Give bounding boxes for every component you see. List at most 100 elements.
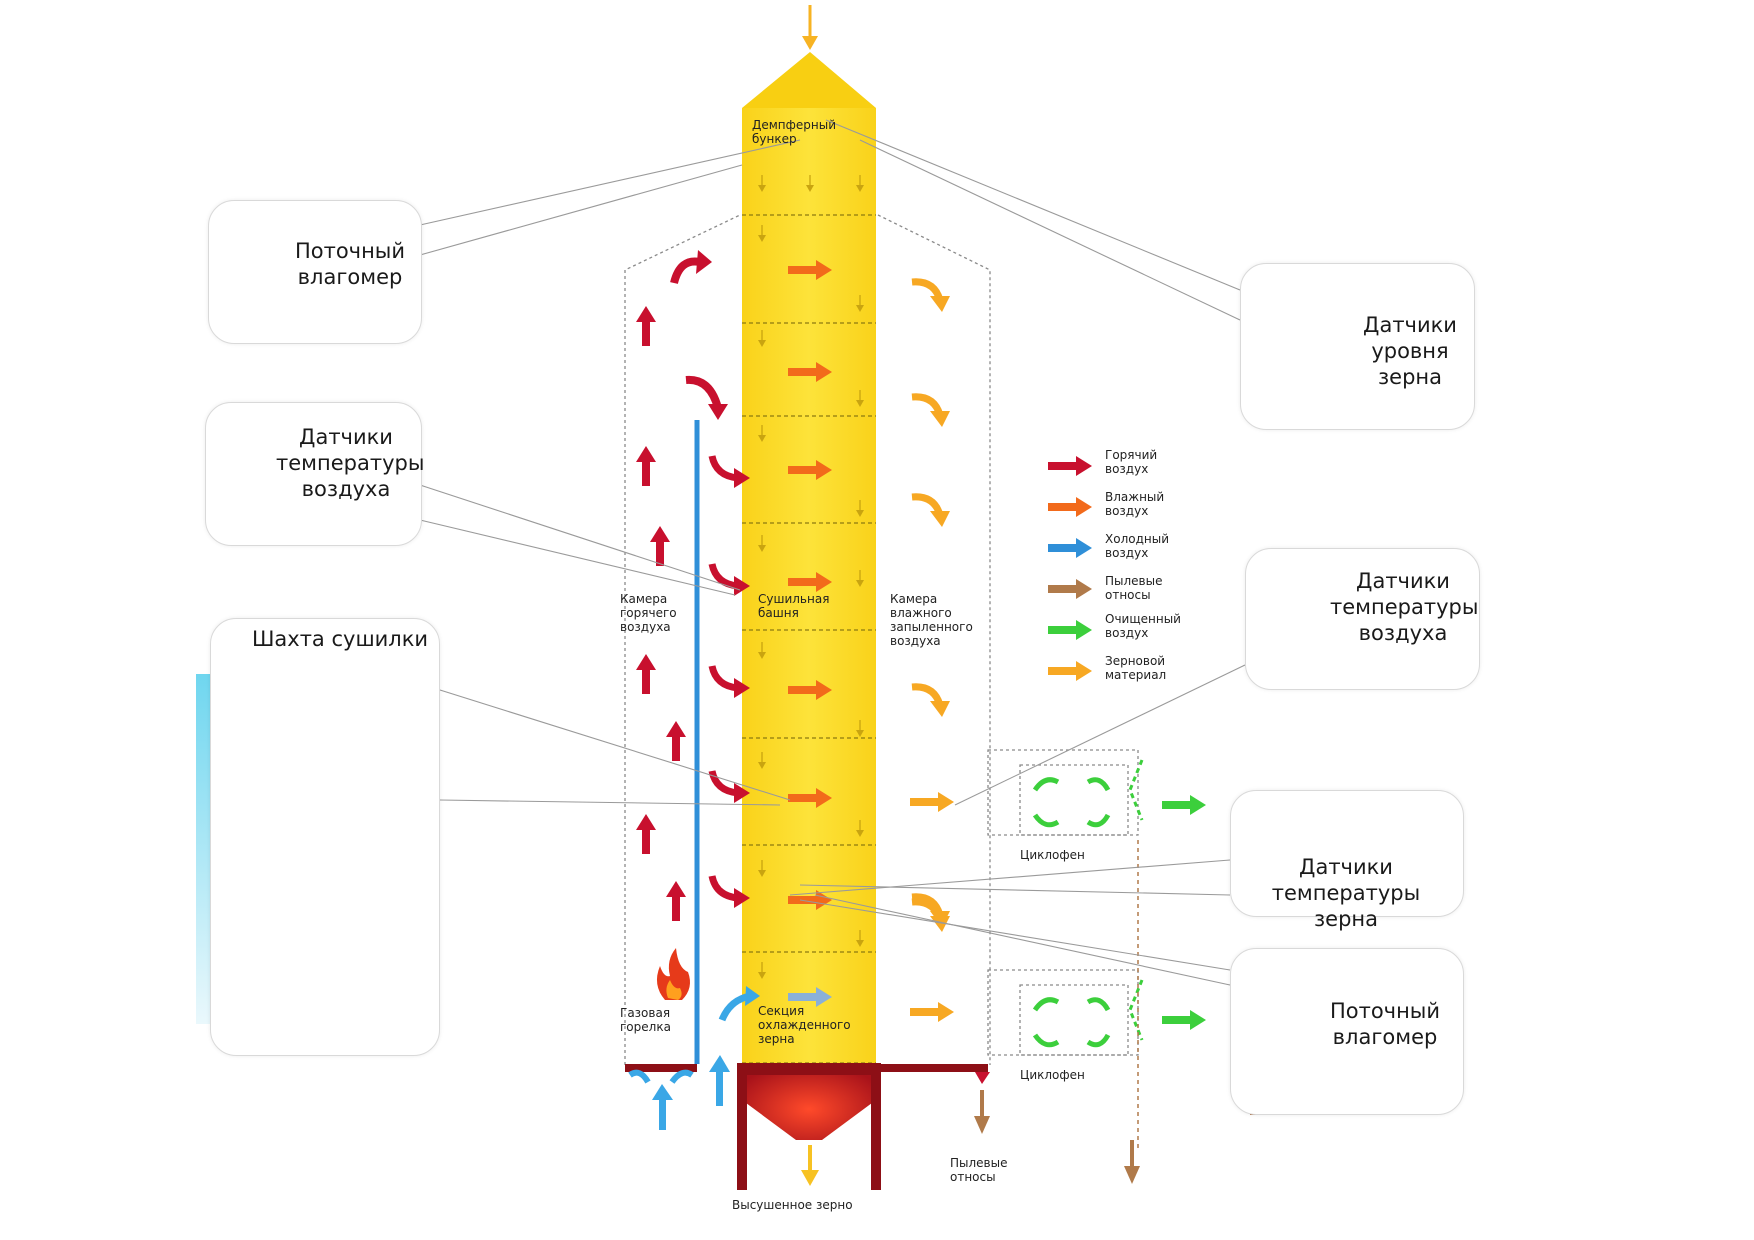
humid-air-arrows bbox=[788, 260, 832, 1007]
label-drying-tower: Сушильная башня bbox=[758, 592, 830, 620]
hot-air-inflow-arrow bbox=[708, 455, 750, 488]
grain-flow-small-arrow bbox=[856, 175, 864, 192]
grain-flow-small-arrow bbox=[758, 330, 766, 347]
humid-air-arrow bbox=[788, 572, 832, 592]
grain-flow-small-arrow bbox=[856, 930, 864, 947]
label-dried-grain: Высушенное зерно bbox=[732, 1198, 853, 1212]
label-flow-moisture-top: Поточный влагомер bbox=[294, 239, 406, 289]
legend-arrow bbox=[1048, 579, 1092, 599]
hot-air-curved-arrows bbox=[670, 257, 722, 410]
flame-icon bbox=[656, 948, 690, 1000]
grain-flow-small-arrow bbox=[856, 570, 864, 587]
cyclofan-1 bbox=[987, 749, 1206, 836]
callout-grain-level bbox=[1240, 263, 1475, 430]
cold-air-inlet-arrows bbox=[628, 986, 760, 1130]
cold-air-inlet-duct bbox=[625, 1064, 990, 1084]
grain-flow-small-arrow bbox=[806, 175, 814, 192]
hot-air-up-arrow bbox=[666, 721, 686, 761]
legend-clean-air: Очищенный воздух bbox=[1105, 612, 1181, 640]
label-air-temp-left: Датчики температуры воздуха bbox=[276, 425, 425, 501]
label-cyclofan-2: Циклофен bbox=[1020, 1068, 1085, 1082]
grain-flow-small-arrow bbox=[856, 720, 864, 737]
hot-air-arrows bbox=[636, 306, 686, 921]
label-grain-level: Датчики уровня зерна bbox=[1363, 313, 1457, 389]
callout-flow-moisture-top bbox=[208, 200, 422, 344]
grain-flow-small-arrow bbox=[856, 820, 864, 837]
hot-air-inflow-arrows bbox=[708, 455, 750, 908]
grain-flow-small-arrow bbox=[856, 500, 864, 517]
callout-dryer-shaft bbox=[210, 618, 440, 1056]
dried-grain-hopper bbox=[737, 1063, 881, 1190]
cyclofan-2 bbox=[987, 969, 1206, 1056]
hot-air-chamber-outline bbox=[624, 214, 741, 1065]
tower-section-dividers bbox=[742, 214, 876, 1064]
legend-arrow bbox=[1048, 456, 1092, 476]
label-dust-out: Пылевые относы bbox=[950, 1156, 1008, 1184]
humid-air-arrow bbox=[788, 362, 832, 382]
humid-air-arrow bbox=[788, 680, 832, 700]
humid-air-outflow-arrow bbox=[911, 683, 950, 717]
grain-flow-small-arrow bbox=[758, 175, 766, 192]
humid-air-arrow bbox=[788, 460, 832, 480]
hot-air-up-arrow bbox=[636, 446, 656, 486]
humid-air-outflow-arrow bbox=[910, 792, 954, 812]
grain-flow-small-arrow bbox=[856, 390, 864, 407]
humid-air-outflow-arrow bbox=[911, 898, 950, 932]
hot-air-up-arrow bbox=[636, 306, 656, 346]
humid-air-outflow-arrows bbox=[910, 278, 954, 1022]
grain-flow-small-arrow bbox=[758, 752, 766, 769]
humid-air-arrow bbox=[788, 260, 832, 280]
grain-flow-small-arrow bbox=[758, 535, 766, 552]
legend-dust: Пылевые относы bbox=[1105, 574, 1163, 602]
hot-air-inflow-arrow bbox=[708, 875, 750, 908]
label-dryer-shaft: Шахта сушилки bbox=[251, 627, 429, 651]
grain-flow-small-arrow bbox=[758, 425, 766, 442]
grain-flow-small-arrows bbox=[758, 175, 864, 979]
legend-arrow bbox=[1048, 497, 1092, 517]
label-gas-burner: Газовая горелка bbox=[620, 1006, 671, 1034]
humid-air-outflow-arrow bbox=[911, 393, 950, 427]
legend-humid-air: Влажный воздух bbox=[1105, 490, 1165, 518]
legend-arrow bbox=[1048, 620, 1092, 640]
hot-air-up-arrow bbox=[650, 526, 670, 566]
label-flow-moisture-bottom: Поточный влагомер bbox=[1329, 999, 1441, 1049]
label-damper-bunker: Демпферный бункер bbox=[752, 118, 837, 146]
humid-air-outflow-arrow bbox=[910, 1002, 954, 1022]
humid-air-chamber-outline bbox=[877, 214, 991, 1065]
hot-air-inflow-arrow bbox=[708, 770, 750, 803]
hot-air-up-arrow bbox=[666, 881, 686, 921]
grain-flow-small-arrow bbox=[758, 225, 766, 242]
legend-grain: Зерновой материал bbox=[1105, 654, 1167, 682]
humid-air-outflow-arrow bbox=[911, 278, 950, 312]
humid-air-arrow bbox=[788, 788, 832, 808]
label-air-temp-right: Датчики температуры воздуха bbox=[1330, 569, 1479, 645]
label-hot-air-chamber: Камера горячего воздуха bbox=[620, 592, 677, 634]
humid-air-outflow-arrow bbox=[911, 493, 950, 527]
legend-arrows bbox=[1048, 456, 1092, 681]
grain-inflow-arrow bbox=[802, 5, 818, 50]
legend-hot-air: Горячий воздух bbox=[1105, 448, 1158, 476]
hot-air-up-arrow bbox=[636, 654, 656, 694]
cooling-air-arrow bbox=[788, 987, 832, 1007]
callout-grain-temp bbox=[1230, 790, 1464, 917]
label-grain-temp: Датчики температуры зерна bbox=[1271, 855, 1421, 931]
legend-arrow bbox=[1048, 538, 1092, 558]
callout-flow-moisture-bottom bbox=[1230, 948, 1464, 1115]
legend-arrow bbox=[1048, 661, 1092, 681]
callout-air-temp-left bbox=[205, 402, 422, 546]
grain-flow-small-arrow bbox=[758, 962, 766, 979]
legend-cold-air: Холодный воздух bbox=[1105, 532, 1169, 560]
callout-air-temp-right bbox=[1245, 548, 1480, 690]
hot-air-inflow-arrow bbox=[708, 665, 750, 698]
label-humid-air-chamber: Камера влажного запыленного воздуха bbox=[890, 592, 973, 648]
grain-flow-small-arrow bbox=[856, 295, 864, 312]
label-cyclofan-1: Циклофен bbox=[1020, 848, 1085, 862]
grain-flow-small-arrow bbox=[758, 860, 766, 877]
grain-flow-small-arrow bbox=[758, 642, 766, 659]
hot-air-up-arrow bbox=[636, 814, 656, 854]
tower-roof bbox=[742, 52, 876, 108]
callout-leader-lines bbox=[419, 119, 1246, 986]
hot-air-inflow-arrow bbox=[708, 563, 750, 596]
label-cooling-section: Секция охлажденного зерна bbox=[758, 1004, 851, 1046]
